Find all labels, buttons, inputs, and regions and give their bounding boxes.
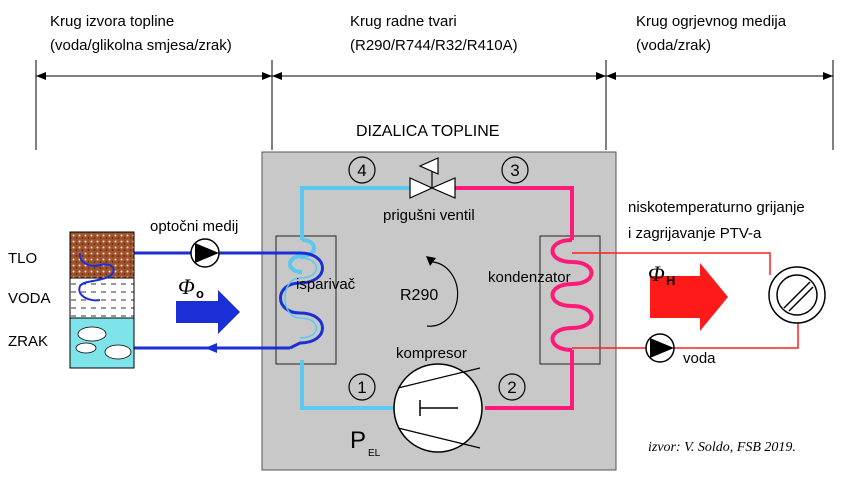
state-point-4: 4 [348, 156, 376, 184]
heating-pump-icon [645, 333, 675, 363]
svg-text:Φ: Φ [178, 274, 195, 299]
state-point-2: 2 [498, 373, 526, 401]
throttle-valve-icon [409, 157, 456, 199]
evaporator-frame [275, 235, 337, 365]
refrigerant-label: R290 [400, 287, 438, 304]
compressor-icon [393, 363, 483, 453]
svg-text:P: P [350, 427, 366, 454]
phi-o-arrow [176, 290, 240, 334]
water-label: voda [683, 350, 716, 367]
hot-refrigerant-line [455, 186, 574, 410]
svg-text:o: o [196, 286, 204, 301]
phi-h-arrow [650, 263, 728, 331]
return-flow-arrow [205, 343, 217, 353]
source-credit: izvor: V. Soldo, FSB 2019. [648, 440, 796, 455]
source-water-label: VODA [8, 290, 51, 307]
power-label: P EL [350, 427, 381, 459]
heating-circuit-subtitle: (voda/zrak) [636, 37, 711, 54]
condenser-label: kondenzator [488, 269, 571, 286]
cold-refrigerant-line [288, 186, 410, 410]
source-ground-label: TLO [8, 250, 37, 267]
section-dividers [35, 60, 834, 150]
throttle-label: prigušni ventil [383, 207, 475, 224]
svg-text:EL: EL [368, 448, 381, 459]
working-circuit-title: Krug radne tvari [350, 13, 457, 30]
heat-source-column [69, 231, 135, 369]
source-pump-icon [190, 238, 220, 268]
svg-text:4: 4 [357, 161, 366, 180]
heating-label-2: i zagrijavanje PTV-a [628, 225, 762, 242]
heating-circuit-title: Krug ogrjevnog medija [636, 13, 787, 30]
working-circuit-subtitle: (R290/R744/R32/R410A) [350, 37, 518, 54]
source-circuit-subtitle: (voda/glikolna smjesa/zrak) [50, 37, 232, 54]
condenser-coil [550, 238, 594, 352]
svg-text:H: H [666, 273, 675, 288]
source-air-label: ZRAK [8, 333, 48, 350]
heat-pump-title: DIZALICA TOPLINE [356, 123, 499, 140]
state-point-1: 1 [348, 373, 376, 401]
compressor-label: kompresor [396, 345, 467, 362]
state-point-3: 3 [501, 156, 529, 184]
source-circuit-title: Krug izvora topline [50, 13, 174, 30]
svg-text:3: 3 [510, 161, 519, 180]
evaporator-label: isparivač [296, 276, 356, 293]
heating-label-1: niskotemperaturno grijanje [628, 199, 805, 216]
phi-h-label: Φ H [648, 261, 675, 288]
phi-o-label: Φ o [178, 274, 204, 301]
rotation-arrow-icon [426, 256, 459, 327]
circulation-medium-label: optočni medij [150, 218, 238, 235]
svg-text:1: 1 [357, 378, 366, 397]
svg-text:Φ: Φ [648, 261, 665, 286]
radiator-icon [768, 266, 826, 324]
svg-text:2: 2 [507, 378, 516, 397]
